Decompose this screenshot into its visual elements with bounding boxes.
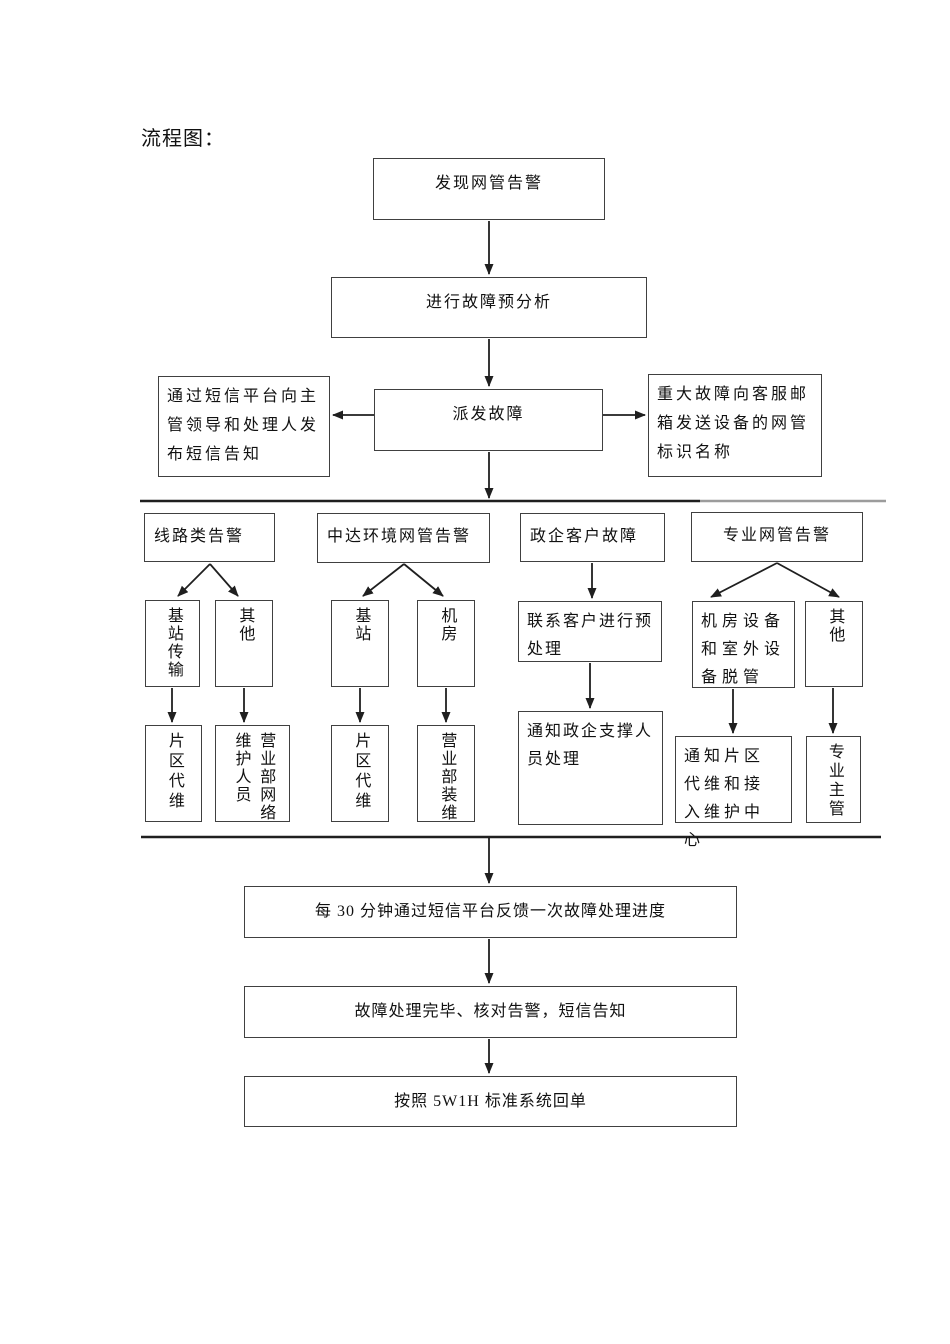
branch2-arrows <box>355 563 451 723</box>
flow-node-district-maintenance-2: 片区代维 <box>331 725 389 822</box>
flow-node-notify-gov-support: 通知政企支撑人员处理 <box>518 711 663 825</box>
flow-node-discover-alarm: 发现网管告警 <box>373 158 605 220</box>
flow-node-major-fault: 重大故障向客服邮箱发送设备的网管标识名称 <box>648 374 822 477</box>
branch3-arrows <box>585 563 597 709</box>
flow-node-feedback-progress: 每 30 分钟通过短信平台反馈一次故障处理进度 <box>244 886 737 938</box>
branch1-arrows <box>167 563 249 723</box>
flow-node-business-network-maintainers: 营业部网络维护人员 <box>215 725 290 822</box>
flow-node-notify-district-access: 通知片区代维和接入维护中心 <box>675 736 792 849</box>
page-title: 流程图： <box>141 128 225 150</box>
flow-node-unmanaged-equipment: 机房设备和室外设备脱管 <box>692 601 795 688</box>
flow-node-preanalysis: 进行故障预分析 <box>331 277 647 338</box>
flow-node-other-professional: 其他 <box>805 601 863 687</box>
flow-node-closeout-5w1h: 按照 5W1H 标准系统回单 <box>244 1076 737 1127</box>
flow-node-base-station: 基站 <box>331 600 389 687</box>
flow-node-dispatch: 派发故障 <box>374 389 603 451</box>
flow-node-professional-supervisor: 专业主管 <box>806 736 861 823</box>
branch-header-gov-enterprise: 政企客户故障 <box>520 513 665 562</box>
flow-node-district-maintenance-1: 片区代维 <box>145 725 202 822</box>
flow-node-sms-notify: 通过短信平台向主管领导和处理人发布短信告知 <box>158 376 330 477</box>
branch-header-line-alarm: 线路类告警 <box>144 513 275 562</box>
flow-node-base-station-transmission: 基站传输 <box>145 600 200 687</box>
flow-node-contact-customer: 联系客户进行预处理 <box>518 601 662 662</box>
flow-node-equipment-room: 机房 <box>417 600 475 687</box>
branch-header-zhongda-env: 中达环境网管告警 <box>317 513 490 563</box>
branch-header-professional: 专业网管告警 <box>691 512 863 562</box>
branch4-arrows <box>710 562 840 734</box>
flow-node-business-installation: 营业部装维 <box>417 725 475 822</box>
flow-node-complete-verify: 故障处理完毕、核对告警，短信告知 <box>244 986 737 1038</box>
flow-node-other-line: 其他 <box>215 600 273 687</box>
